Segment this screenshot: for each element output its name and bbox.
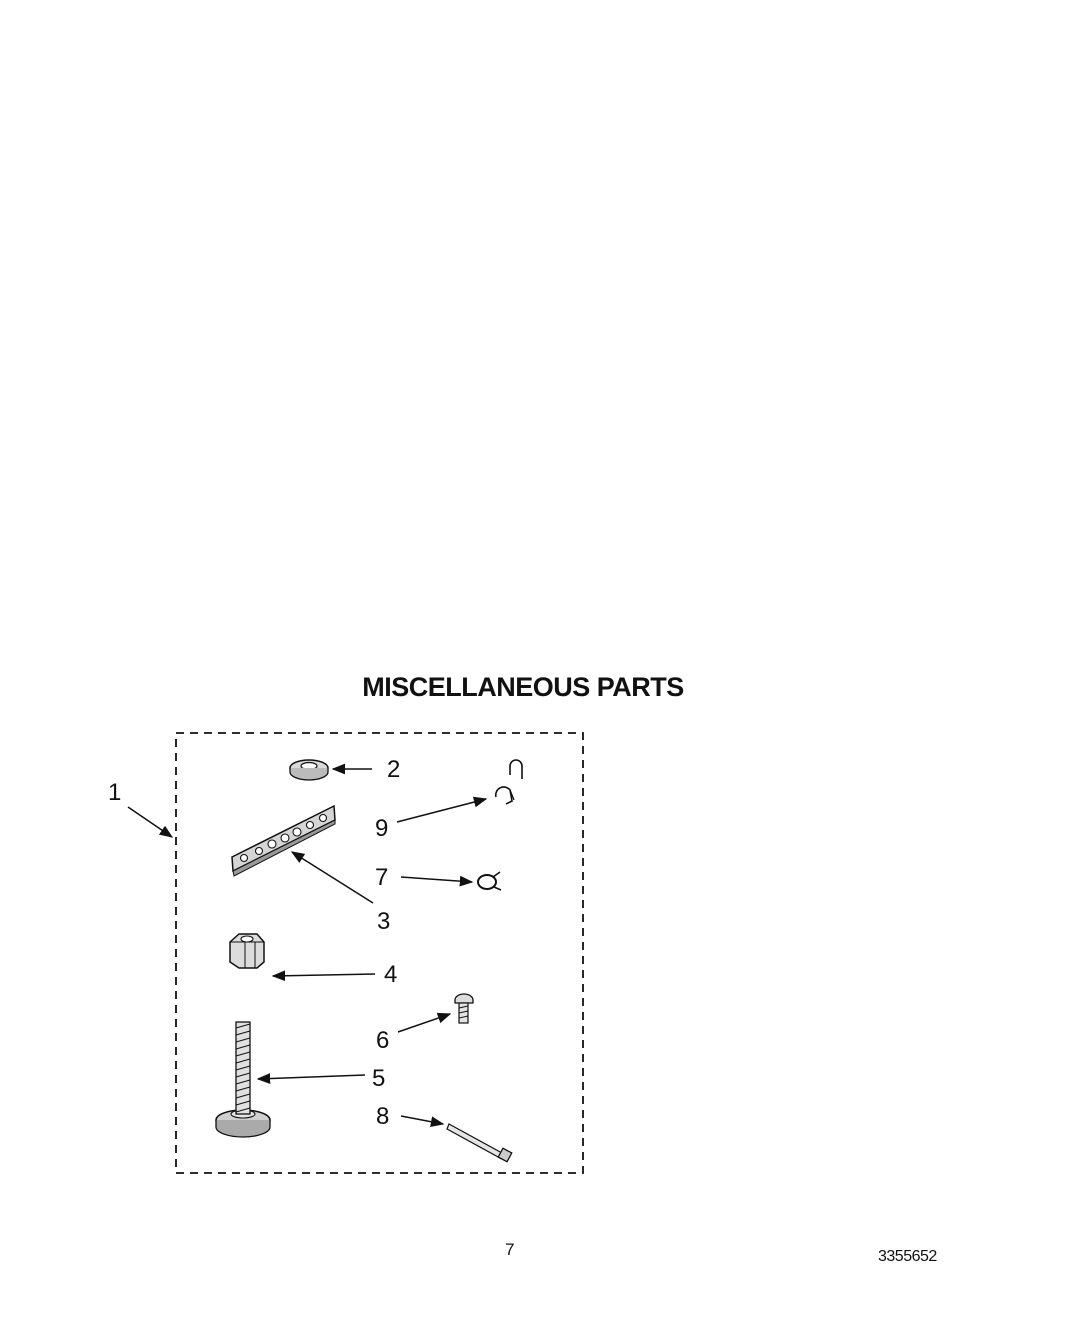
callout-label-4: 4 (384, 961, 397, 988)
washer-part (289, 759, 329, 781)
callout-label-6: 6 (376, 1027, 389, 1054)
bracket-part (231, 804, 336, 877)
callout-2: 2 (331, 756, 400, 783)
callout-4: 4 (271, 961, 397, 988)
kit-boundary (175, 732, 584, 1174)
callout-label-5: 5 (372, 1065, 385, 1092)
callout-5: 5 (256, 1065, 385, 1092)
clip-part (494, 759, 523, 805)
hex-nut-part (229, 933, 265, 969)
callout-label-2: 2 (387, 756, 400, 783)
callout-label-3: 3 (377, 908, 390, 935)
callout-3: 3 (290, 851, 390, 935)
callout-label-1: 1 (108, 779, 121, 806)
cable-tie-part (446, 1123, 513, 1163)
callout-8: 8 (376, 1103, 445, 1130)
screw-part (454, 993, 474, 1024)
page-number: 7 (505, 1240, 515, 1259)
callout-label-9: 9 (375, 815, 388, 842)
callout-1: 1 (108, 779, 174, 838)
callout-7: 7 (375, 864, 474, 891)
callout-label-8: 8 (376, 1103, 389, 1130)
callout-label-7: 7 (375, 864, 388, 891)
callout-6: 6 (376, 1012, 452, 1054)
leveling-leg-part (215, 1021, 271, 1138)
clamp-part (477, 871, 502, 891)
document-number: 3355652 (878, 1248, 937, 1265)
callout-9: 9 (375, 796, 488, 842)
page-title: MISCELLANEOUS PARTS (362, 672, 684, 702)
